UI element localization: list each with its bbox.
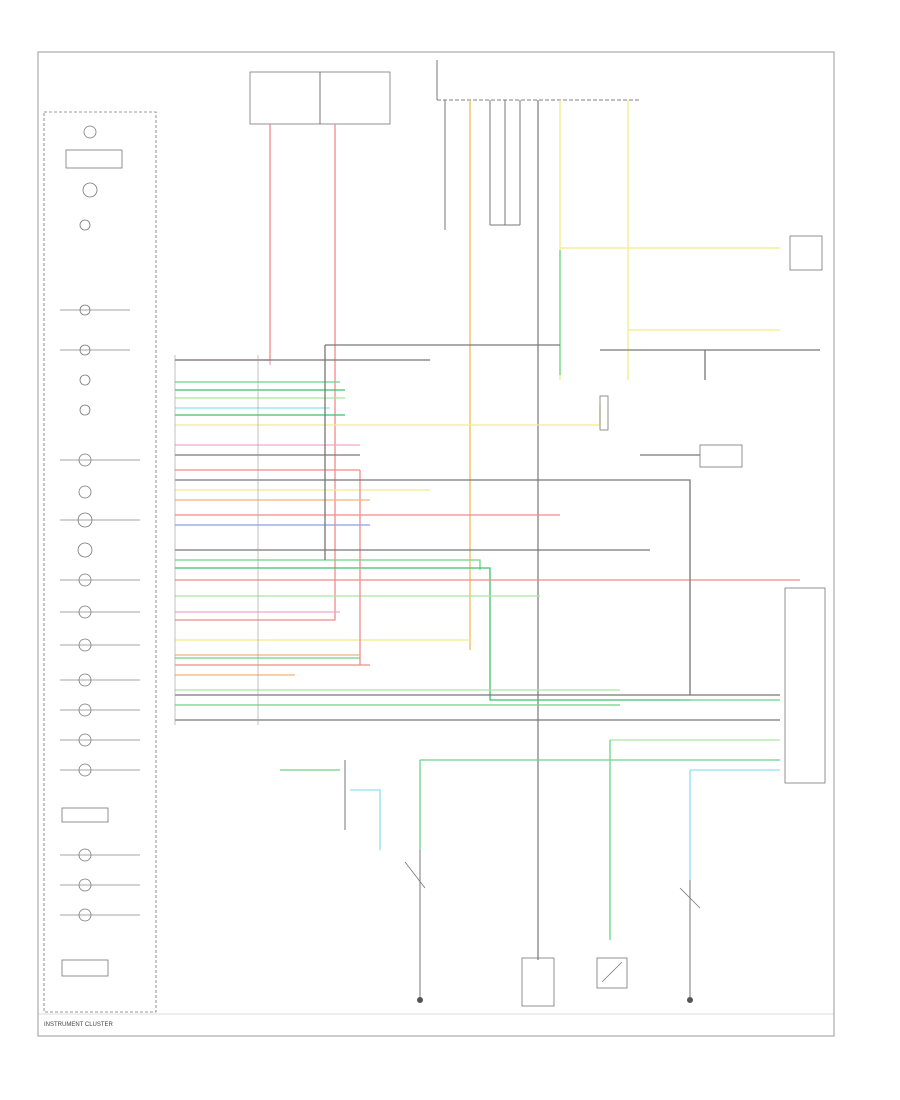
cyan-wires <box>175 407 780 880</box>
footer-label: INSTRUMENT CLUSTER <box>44 1022 114 1028</box>
top-connector-stubs <box>444 100 521 650</box>
instrument-cluster-box <box>43 111 157 1013</box>
red-power-wires <box>175 124 336 621</box>
cluster-pin-stubs <box>60 309 140 916</box>
green-wires <box>175 250 780 940</box>
right-components <box>599 235 826 784</box>
black-wires <box>175 344 820 721</box>
connector-column <box>174 355 259 725</box>
cluster-indicators <box>61 125 123 977</box>
pink-red-wires <box>175 444 800 666</box>
orange-wires <box>175 499 370 676</box>
outer-frame <box>37 51 835 1037</box>
yellow-wires <box>175 100 780 641</box>
bottom-devices <box>344 760 701 1007</box>
